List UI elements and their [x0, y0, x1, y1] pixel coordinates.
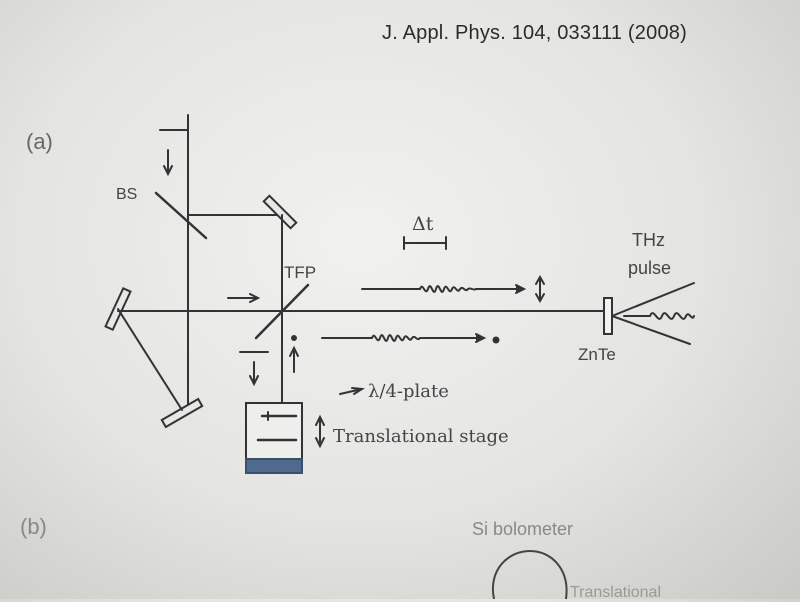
- panel-label-b: (b): [20, 514, 47, 539]
- thz-label-line1: THz: [632, 230, 665, 250]
- thz-label-line2: pulse: [628, 258, 672, 278]
- znte-crystal: [603, 297, 613, 335]
- lower-mirror: [160, 397, 204, 429]
- beam-splitter-label: BS: [116, 186, 138, 203]
- partial-stage-label: Translational: [570, 584, 662, 601]
- time-delay-label: Δt: [412, 213, 434, 235]
- panel-label-a: (a): [26, 129, 53, 154]
- translation-stage: [245, 402, 303, 460]
- bolometer-label: Si bolometer: [472, 519, 574, 539]
- stage-label: Translational stage: [333, 426, 509, 447]
- return-beam: [117, 308, 183, 411]
- upper-pulse: [361, 285, 523, 293]
- thz-cone-upper: [611, 282, 695, 317]
- znte-label: ZnTe: [578, 345, 616, 364]
- beam-arrowhead: [163, 165, 173, 177]
- stage-base: [245, 458, 303, 474]
- tfp-label: TFP: [284, 263, 317, 282]
- upper-mirror: [262, 194, 298, 230]
- si-bolometer: [491, 549, 568, 599]
- lower-pulse: [321, 334, 483, 342]
- waveplate-label: λ/4-plate: [368, 381, 449, 402]
- thz-waveform: [623, 312, 695, 320]
- beam-splitter: [154, 191, 208, 240]
- thz-cone-lower: [611, 315, 691, 345]
- citation: J. Appl. Phys. 104, 033111 (2008): [382, 22, 687, 44]
- thin-film-polarizer: [254, 283, 310, 340]
